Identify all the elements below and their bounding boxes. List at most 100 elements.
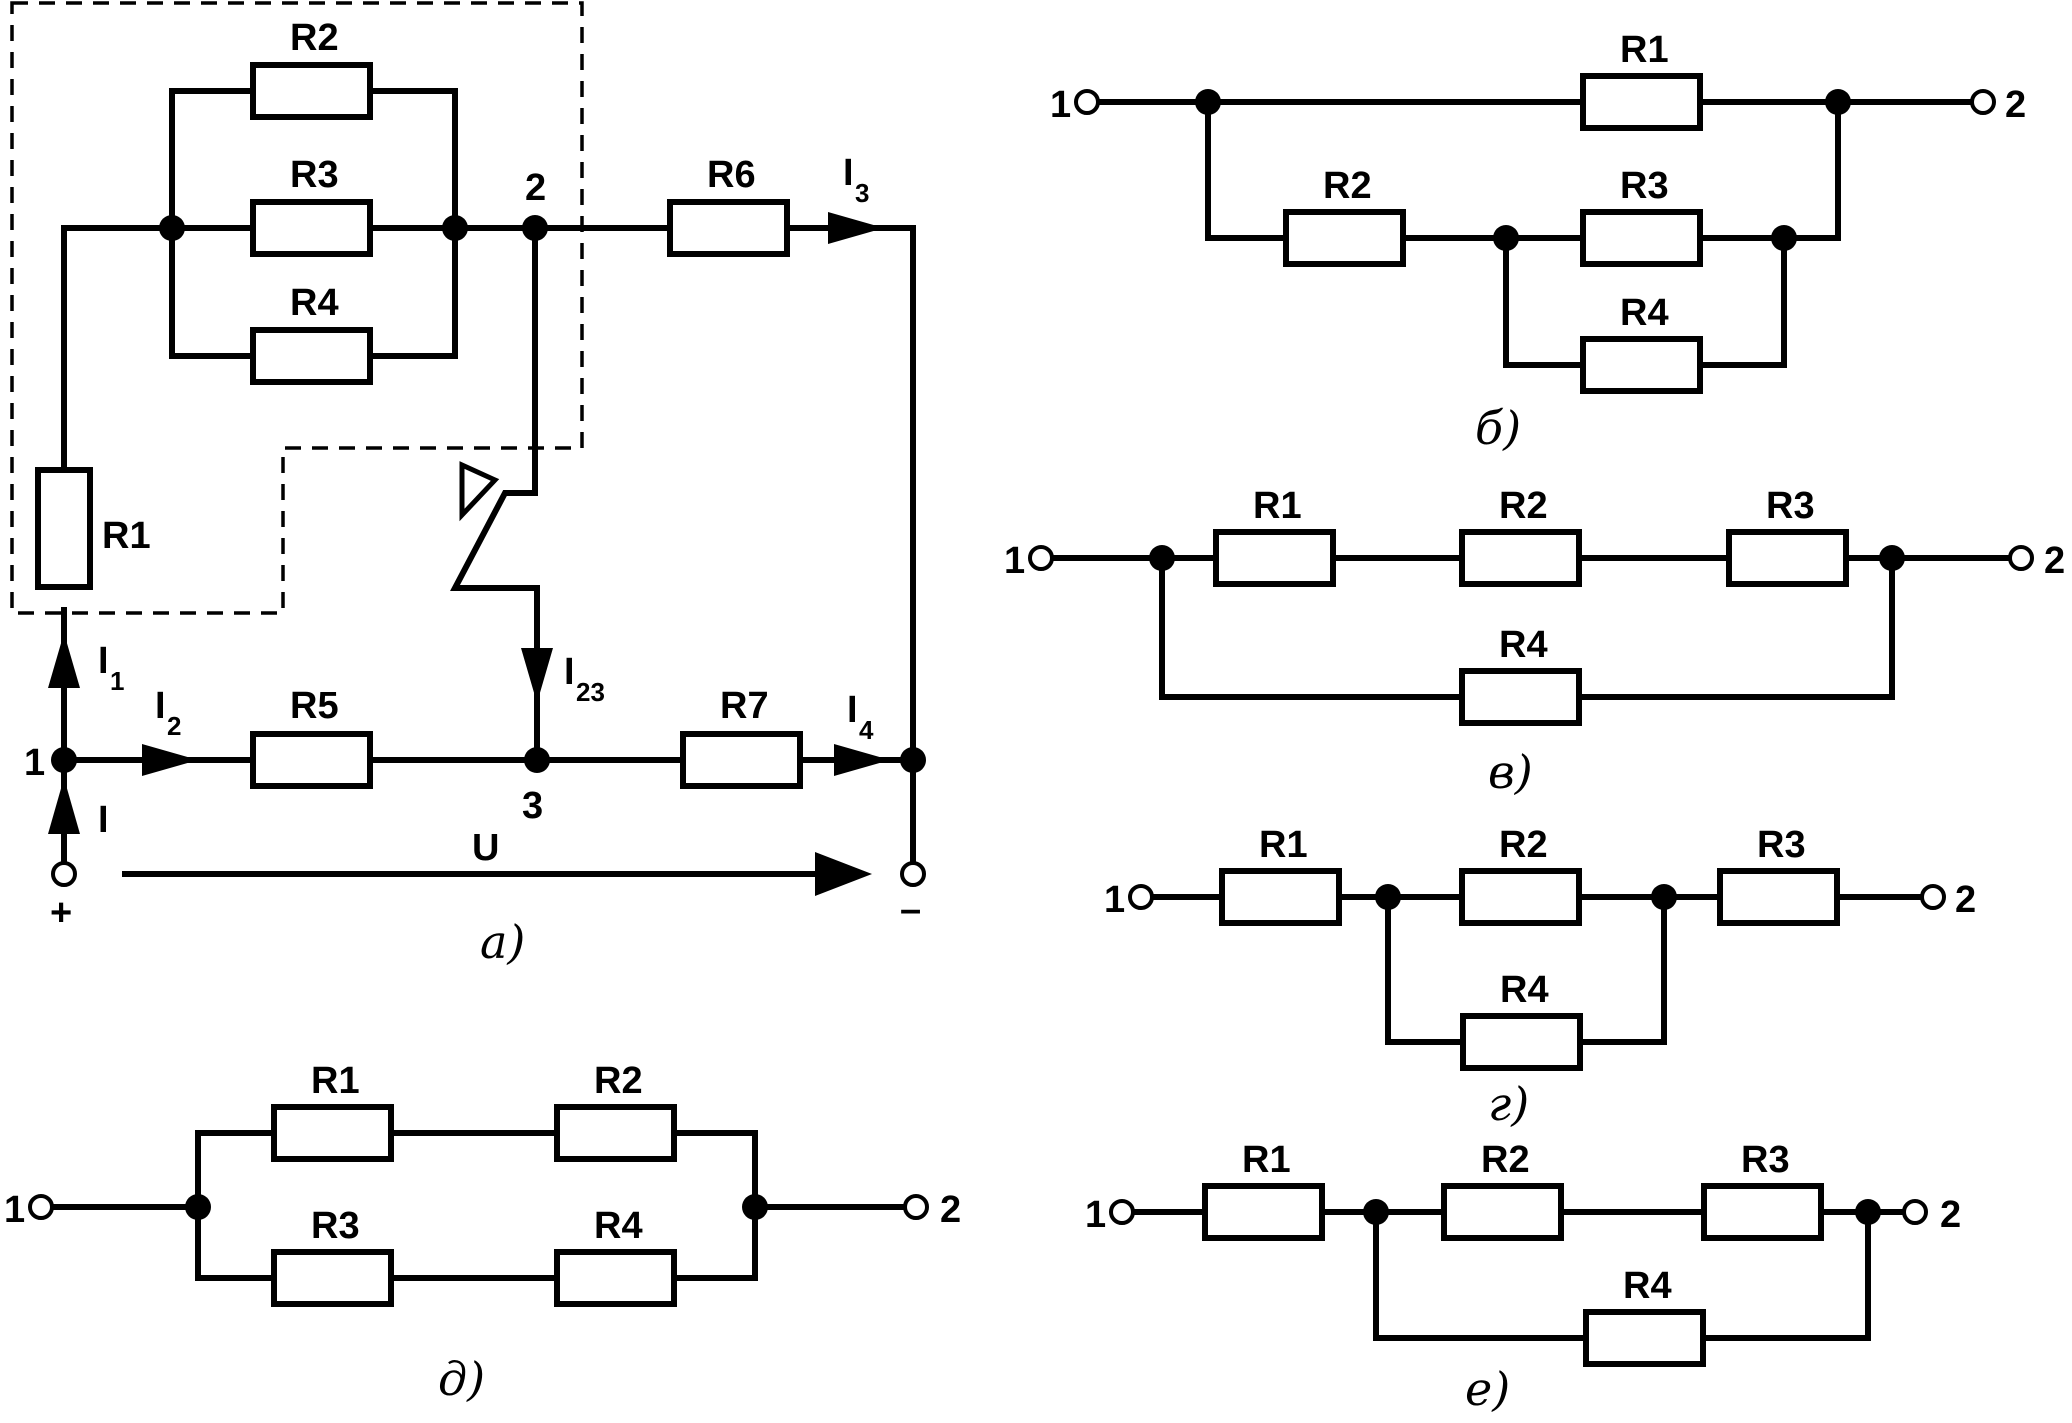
label-r2-b: R2 [1323,165,1372,207]
current-sub-i23: 23 [576,677,605,707]
resistor-r1-v [1213,529,1336,587]
wire [450,225,540,763]
caption-g: г) [1488,1077,1529,1131]
terminal-minus [900,861,926,887]
label-r2-v: R2 [1499,485,1548,527]
resistor-r1-b [1580,73,1703,131]
node-label-1: 1 [1004,540,1025,582]
resistor-r1-e [1202,1183,1325,1241]
wire [1697,99,1841,241]
current-arrow-i23 [521,648,553,703]
wire [1385,894,1466,1045]
node-label-3: 3 [522,785,543,827]
label-r6-a: R6 [707,154,756,196]
label-r4-a: R4 [290,282,339,324]
junction-dot [1771,225,1797,251]
current-label-i2: I [155,685,166,727]
voltage-arrowhead [815,852,872,896]
junction-dot [900,747,926,773]
label-r2-e: R2 [1481,1139,1530,1181]
junction-dot [51,747,77,773]
junction-dot [1149,545,1175,571]
wire [61,225,175,473]
terminal-1 [28,1194,54,1220]
voltage-label: U [472,827,499,869]
resistor-r2-a [250,62,373,120]
label-r3-e: R3 [1741,1139,1790,1181]
terminal-1 [1109,1199,1135,1225]
label-r1-b: R1 [1620,29,1669,71]
wire [1697,235,1787,368]
terminal-plus [51,861,77,887]
current-sub-i3: 3 [855,178,869,208]
current-label-i23: I [564,651,575,693]
node-label-2: 2 [1940,1194,1961,1236]
diagram-e: 1 2 R1 R2 R3 R4 е) [1085,1139,1961,1416]
resistor-r4-a [250,327,373,385]
resistor-r3-v [1726,529,1849,587]
resistor-r1-a [35,467,93,590]
wire [1701,1209,1871,1341]
label-r3-g: R3 [1757,824,1806,866]
label-r1-d: R1 [311,1060,360,1102]
node-label-2: 2 [1955,879,1976,921]
resistor-r1-g [1219,868,1342,926]
current-sub-i4: 4 [859,715,874,745]
label-r3-d: R3 [311,1205,360,1247]
resistor-r4-b [1580,336,1703,394]
current-label-i3: I [843,152,854,194]
label-r2-g: R2 [1499,824,1548,866]
resistor-r2-b [1283,209,1406,267]
label-r3-v: R3 [1766,485,1815,527]
label-r1-a: R1 [102,515,151,557]
junction-dot [1879,545,1905,571]
label-r4-e: R4 [1623,1265,1672,1307]
dashed-boundary [10,1,584,615]
resistor-r2-g [1459,868,1582,926]
resistor-r2-e [1441,1183,1564,1241]
resistor-r1-d [271,1104,394,1162]
resistor-r7-a [680,731,803,789]
resistor-r3-a [250,199,373,257]
node-label-1: 1 [4,1189,25,1231]
wire [1503,235,1586,368]
diagram-g: 1 2 R1 R2 R3 R4 г) [1104,824,1976,1131]
junction-dot [185,1194,211,1220]
resistor-r6-a [667,199,790,257]
resistor-r3-b [1580,209,1703,267]
wiper-arrow-icon [459,461,500,522]
label-r1-g: R1 [1259,824,1308,866]
junction-dot [1493,225,1519,251]
caption-b: б) [1475,401,1521,455]
current-sub-i1: 1 [110,666,124,696]
resistor-r3-d [271,1249,394,1307]
caption-d: д) [438,1352,485,1406]
terminal-2 [1970,89,1996,115]
current-arrow-i1 [48,633,80,688]
terminal-1 [1128,884,1154,910]
node-label-1: 1 [1085,1194,1106,1236]
junction-dot [1825,89,1851,115]
junction-dot [524,747,550,773]
diagram-b: 1 2 R1 R2 R3 R4 б) [1050,29,2026,455]
label-r1-v: R1 [1253,485,1302,527]
caption-e: е) [1465,1362,1510,1416]
caption-a: а) [480,915,525,969]
terminal-2 [1902,1199,1928,1225]
resistor-r4-d [554,1249,677,1307]
wire [1578,894,1667,1045]
label-r4-v: R4 [1499,624,1548,666]
node-label-2: 2 [2005,84,2026,126]
junction-dot [1363,1199,1389,1225]
junction-dot [442,215,468,241]
junction-dot [1375,884,1401,910]
resistor-r5-a [250,731,373,789]
node-label-1: 1 [1104,879,1125,921]
current-label-i1: I [98,640,109,682]
label-r7-a: R7 [720,685,769,727]
resistor-r2-d [554,1104,677,1162]
label-r3-a: R3 [290,154,339,196]
diagram-d: 1 2 R1 R2 R3 R4 д) [4,1060,961,1406]
diagram-v: 1 2 R1 R2 R3 R4 в) [1004,485,2065,799]
